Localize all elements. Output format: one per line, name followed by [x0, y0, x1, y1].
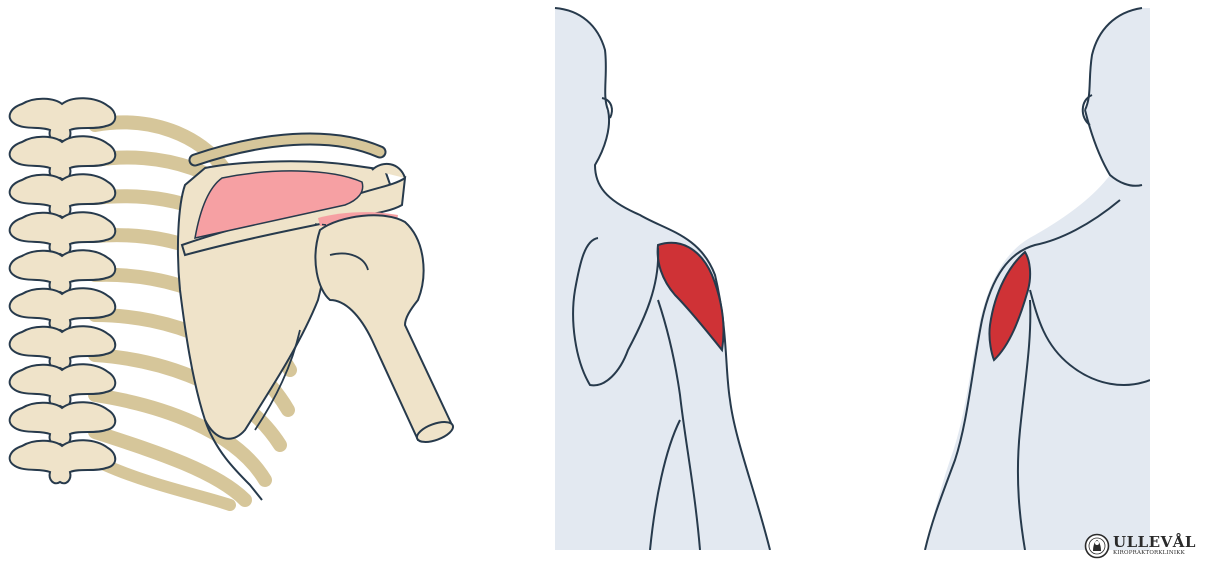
- vertebra: [10, 136, 116, 179]
- anterior-body-silhouette: [925, 8, 1150, 550]
- skeleton-svg: [0, 0, 470, 563]
- posterior-shoulder-illustration: [550, 0, 780, 550]
- vertebra: [10, 326, 116, 369]
- logo-name: ULLEVÅL: [1113, 535, 1196, 550]
- spine-skeleton-illustration: [10, 98, 116, 483]
- anterior-shoulder-illustration: [920, 0, 1150, 550]
- vertebra: [10, 212, 116, 255]
- anterior-svg: [920, 0, 1150, 550]
- vertebra: [10, 174, 116, 217]
- logo-text: ULLEVÅL KIROPRAKTORKLINIKK: [1113, 535, 1196, 557]
- humerus: [315, 215, 452, 440]
- clinic-logo: ULLEVÅL KIROPRAKTORKLINIKK: [1084, 532, 1212, 560]
- posterior-svg: [550, 0, 780, 550]
- vertebra: [10, 98, 116, 141]
- vertebra: [10, 250, 116, 293]
- logo-mark-icon: [1084, 533, 1110, 559]
- shoulder-skeleton-illustration: [0, 0, 470, 563]
- vertebra: [10, 288, 116, 331]
- logo-subtitle: KIROPRAKTORKLINIKK: [1113, 551, 1196, 557]
- vertebra: [10, 440, 116, 483]
